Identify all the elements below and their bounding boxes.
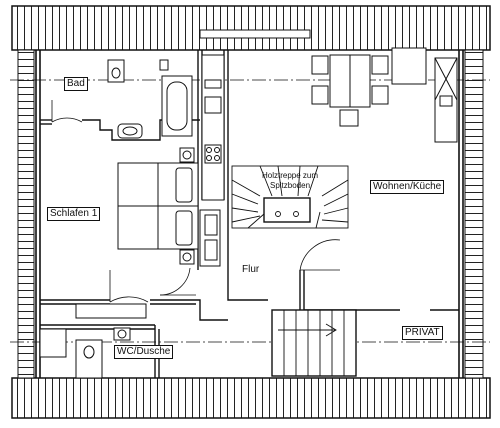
room-label-schlafen: Schlafen 1 [47, 207, 101, 221]
wc-fixtures [39, 303, 147, 379]
attic-staircase [231, 165, 349, 229]
dining-set [311, 47, 458, 143]
roof-rafters-bottom [11, 377, 491, 419]
room-label-bad: Bad [64, 77, 88, 91]
doors [51, 100, 341, 303]
kitchen-counter [201, 54, 225, 201]
side-window-left [17, 49, 35, 379]
stair-label-line1: Holztreppe zum [261, 171, 319, 180]
roof-rafters-top [11, 5, 491, 51]
stair-label-line2: Spitzboden [269, 181, 311, 190]
room-label-wc: WC/Dusche [114, 345, 174, 359]
room-label-flur: Flur [242, 264, 260, 276]
room-label-privat: PRIVAT [402, 326, 443, 340]
room-label-wohnen: Wohnen/Küche [370, 180, 445, 194]
outer-walls [35, 50, 464, 378]
bedroom-furniture [117, 147, 221, 267]
side-window-right [464, 49, 484, 379]
bath-fixtures [107, 59, 193, 139]
main-staircase [271, 309, 357, 377]
